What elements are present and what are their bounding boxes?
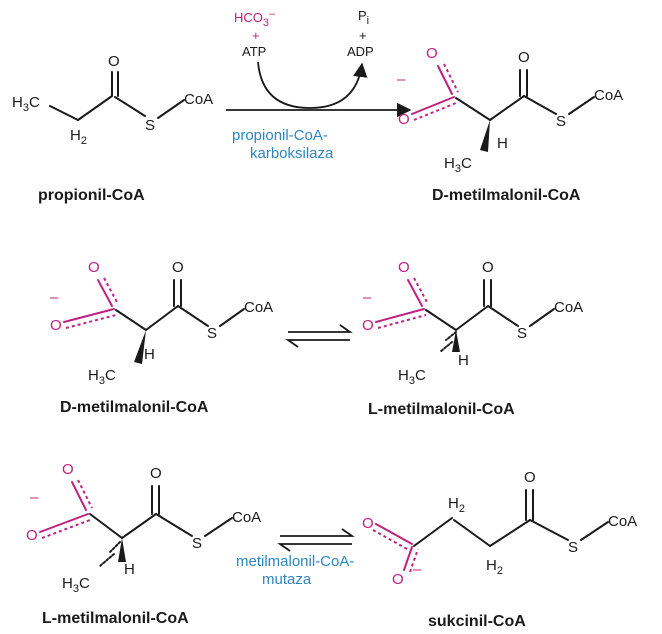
svg-text:O: O: [88, 259, 100, 276]
svg-text:S: S: [556, 113, 566, 130]
svg-text:H: H: [458, 352, 469, 369]
svg-text:H2: H2: [486, 557, 503, 577]
svg-text:CoA: CoA: [232, 509, 261, 526]
bicarbonate-input: HCO3–: [234, 8, 276, 29]
racemase-equilibrium-arrow: [285, 324, 353, 348]
svg-text:S: S: [192, 535, 202, 552]
svg-text:O: O: [50, 317, 62, 334]
l-methylmalonyl-coa-structure-1: – O O H3C H O S CoA: [362, 259, 583, 387]
svg-text:S: S: [207, 325, 217, 342]
svg-text:O: O: [518, 49, 530, 66]
svg-text:O: O: [398, 259, 410, 276]
svg-text:–: –: [50, 289, 59, 306]
svg-text:H3C: H3C: [444, 155, 472, 175]
propionyl-coa-structure: H3C H2 O S CoA: [12, 53, 213, 147]
svg-text:O: O: [362, 317, 374, 334]
svg-text:H: H: [497, 135, 508, 152]
phosphate-output: Pi: [358, 8, 369, 27]
enzyme-label-line1: propionil-CoA-: [232, 127, 328, 144]
adp-output: ADP: [347, 44, 374, 59]
svg-text:O: O: [150, 465, 162, 482]
svg-text:O: O: [426, 45, 438, 62]
svg-text:S: S: [517, 325, 527, 342]
svg-text:O: O: [26, 527, 38, 544]
carboxylase-reaction-arrow: HCO3– + ATP Pi + ADP propionil-CoA- karb…: [226, 8, 412, 162]
svg-text:H3C: H3C: [88, 367, 116, 387]
svg-text:CoA: CoA: [594, 87, 623, 104]
carbonyl-oxygen: O: [108, 53, 120, 70]
l-methylmalonyl-coa-label-1: L-metilmalonil-CoA: [368, 401, 515, 418]
svg-text:H3C: H3C: [12, 94, 40, 114]
svg-text:–: –: [30, 489, 39, 506]
sulfur-atom: S: [145, 117, 155, 134]
svg-text:H2: H2: [448, 495, 465, 515]
svg-text:H3C: H3C: [62, 575, 90, 595]
mutase-label-line2: mutaza: [262, 571, 312, 588]
svg-text:+: +: [359, 28, 367, 43]
l-methylmalonyl-coa-label-2: L-metilmalonil-CoA: [42, 610, 189, 627]
coa-group: CoA: [184, 91, 213, 108]
svg-text:CoA: CoA: [608, 513, 637, 530]
svg-text:–: –: [413, 561, 422, 578]
svg-text:O: O: [172, 259, 184, 276]
svg-text:O: O: [482, 259, 494, 276]
svg-text:H: H: [144, 346, 155, 363]
d-methylmalonyl-coa-label-2: D-metilmalonil-CoA: [60, 399, 209, 416]
svg-text:–: –: [397, 71, 406, 88]
svg-text:+: +: [252, 28, 260, 43]
mutase-label-line1: metilmalonil-CoA-: [236, 553, 354, 570]
succinyl-coa-structure: O O – H2 H2 O S CoA: [362, 469, 637, 588]
svg-text:H2: H2: [70, 127, 87, 147]
d-methylmalonyl-coa-structure-2: – O O H3C H O S CoA: [50, 259, 273, 387]
svg-text:H3C: H3C: [398, 367, 426, 387]
svg-text:CoA: CoA: [554, 299, 583, 316]
svg-text:O: O: [524, 469, 536, 486]
d-methylmalonyl-coa-structure-1: – O O H3C H O S CoA: [397, 45, 623, 175]
d-methylmalonyl-coa-label-1: D-metilmalonil-CoA: [432, 187, 581, 204]
enzyme-label-line2: karboksilaza: [250, 145, 334, 162]
svg-text:S: S: [568, 539, 578, 556]
svg-text:O: O: [62, 461, 74, 478]
svg-text:CoA: CoA: [244, 299, 273, 316]
mutase-equilibrium-arrow: metilmalonil-CoA- mutaza: [236, 528, 355, 588]
atp-input: ATP: [242, 44, 266, 59]
succinyl-coa-label: sukcinil-CoA: [428, 613, 526, 630]
svg-text:O: O: [392, 571, 404, 588]
svg-text:–: –: [363, 289, 372, 306]
propionyl-coa-label: propionil-CoA: [38, 187, 145, 204]
svg-text:O: O: [362, 515, 374, 532]
l-methylmalonyl-coa-structure-2: – O O H3C H O S CoA: [26, 461, 261, 595]
svg-text:O: O: [398, 111, 410, 128]
svg-text:H: H: [124, 561, 135, 578]
